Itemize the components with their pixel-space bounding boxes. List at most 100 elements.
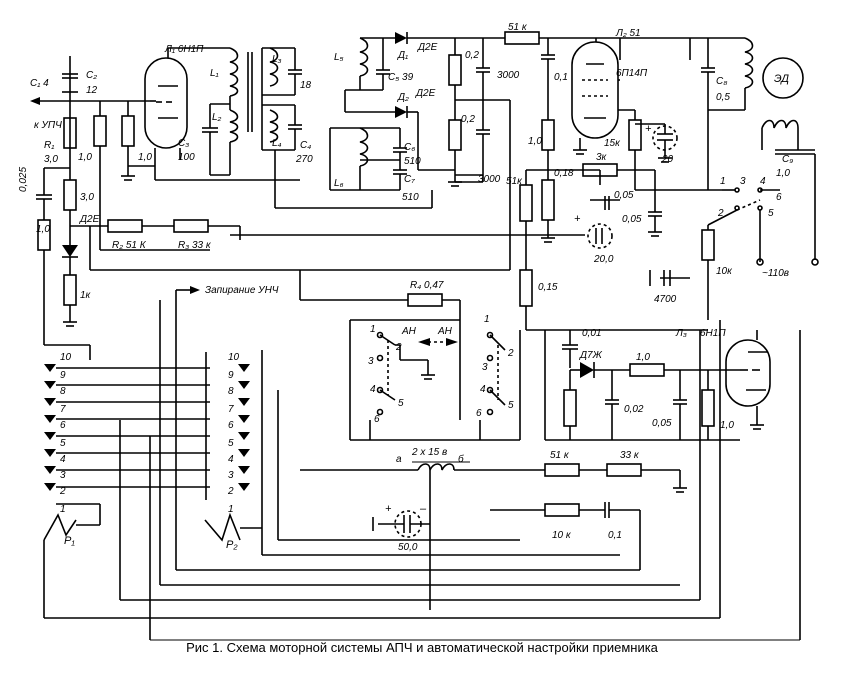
label-6p14p: 6П14П bbox=[616, 68, 648, 79]
label-d2e-a: Д2Е bbox=[79, 214, 100, 225]
label-pin-7: 7 bbox=[60, 404, 66, 415]
label-1-0-d: 1,0 bbox=[528, 136, 542, 147]
label-1-0-a: 1,0 bbox=[78, 152, 92, 163]
label-1-0-c: 1,0 bbox=[138, 152, 152, 163]
label-c2: C₂ bbox=[86, 70, 97, 81]
label-c7-value: 510 bbox=[402, 192, 419, 203]
input-section bbox=[30, 56, 300, 360]
label-d2: Д₂ bbox=[397, 92, 409, 103]
label-c4-value: 270 bbox=[295, 154, 313, 165]
label-rpin-1: 1 bbox=[228, 504, 234, 515]
connector-right bbox=[204, 352, 262, 542]
label-l1: L₁ bbox=[210, 68, 219, 79]
label-c8-value: 0,5 bbox=[716, 92, 730, 103]
label-pin-8: 8 bbox=[60, 386, 66, 397]
detector-load-section bbox=[230, 31, 690, 330]
label-swa-1: 1 bbox=[370, 324, 376, 335]
label-20-a: 20 bbox=[661, 154, 674, 165]
label-coil-a: а bbox=[396, 454, 402, 465]
label-an-1: АН bbox=[401, 326, 417, 337]
label-coil-b: б bbox=[458, 453, 464, 465]
component-labels: C₁ 4 C₂ 12 к УПЧ R₁ 3,0 0,025 1,0 3,0 1,… bbox=[18, 22, 793, 553]
label-0-2-b: 0,2 bbox=[461, 114, 475, 125]
label-rpin-8: 8 bbox=[228, 386, 234, 397]
label-swb-3: 3 bbox=[482, 362, 488, 373]
label-c9: C₉ bbox=[782, 154, 793, 165]
label-tube-l1: Л₁ 6Н1П bbox=[164, 44, 204, 55]
label-c3-value: 100 bbox=[178, 152, 195, 163]
label-0-15: 0,15 bbox=[538, 282, 558, 293]
bottom-wiring bbox=[43, 286, 801, 641]
label-c3: C₃ bbox=[178, 138, 189, 149]
label-c6: C₆ bbox=[404, 142, 415, 153]
label-0-05-a: 0,05 bbox=[614, 190, 634, 201]
label-tube-l3: Л₃ bbox=[675, 328, 687, 339]
figure-caption: Рис 1. Схема моторной системы АПЧ и авто… bbox=[186, 640, 658, 655]
label-l6: L₆ bbox=[334, 178, 344, 189]
label-0-05-c: 0,05 bbox=[652, 418, 672, 429]
label-sw-6: 6 bbox=[776, 192, 782, 203]
label-minus: – bbox=[419, 503, 427, 515]
switch-block-section bbox=[299, 270, 521, 441]
label-10k: 10к bbox=[716, 266, 733, 277]
label-swa-3: 3 bbox=[368, 356, 374, 367]
label-l5: L₅ bbox=[334, 52, 344, 63]
label-r1: R₁ bbox=[44, 140, 54, 151]
label-r1-value: 3,0 bbox=[44, 154, 58, 165]
label-swa-6: 6 bbox=[374, 414, 380, 425]
label-swb-1: 1 bbox=[484, 314, 490, 325]
label-pin-5: 5 bbox=[60, 438, 66, 449]
label-r2: R₂ 51 К bbox=[112, 240, 147, 251]
label-d2e-c: Д2Е bbox=[415, 88, 436, 99]
label-an-2: АН bbox=[437, 326, 453, 337]
label-51k-bot: 51 к bbox=[550, 450, 570, 461]
label-c8: C₈ bbox=[716, 76, 727, 87]
label-sw-4: 4 bbox=[760, 176, 766, 187]
discriminator-section bbox=[329, 32, 455, 208]
label-swb-6: 6 bbox=[476, 408, 482, 419]
label-swa-4: 4 bbox=[370, 384, 376, 395]
label-4700: 4700 bbox=[654, 294, 677, 305]
label-k-upch: к УПЧ bbox=[34, 120, 62, 131]
label-c6-value: 510 bbox=[404, 156, 421, 167]
label-0-18: 0,18 bbox=[554, 168, 574, 179]
label-51k-mid: 51к bbox=[506, 176, 523, 187]
label-1-0-f: 1,0 bbox=[720, 420, 734, 431]
label-d7zh: Д7Ж bbox=[579, 350, 603, 361]
label-plus-c: + bbox=[574, 213, 581, 225]
label-d1: Д₁ bbox=[397, 50, 408, 61]
label-c5: C₅ 39 bbox=[388, 72, 414, 83]
label-zapiranie-unch: Запирание УНЧ bbox=[205, 285, 279, 296]
label-d2e-b: Д2Е bbox=[417, 42, 438, 53]
label-sw-3: 3 bbox=[740, 176, 746, 187]
label-3k: 3к bbox=[596, 152, 608, 163]
label-rpin-5: 5 bbox=[228, 438, 234, 449]
label-rpin-6: 6 bbox=[228, 420, 234, 431]
label-sw-2: 2 bbox=[717, 208, 724, 219]
label-p1: P₁ bbox=[64, 535, 75, 547]
label-3-0-b: 3,0 bbox=[80, 192, 94, 203]
label-rpin-9: 9 bbox=[228, 370, 234, 381]
label-c4: C₄ bbox=[300, 140, 311, 151]
label-rpin-10: 10 bbox=[228, 352, 240, 363]
label-l3: L₃ bbox=[272, 54, 282, 65]
label-1-0-b: 1,0 bbox=[36, 224, 50, 235]
label-c-0025: 0,025 bbox=[18, 167, 29, 192]
label-r3: R₃ 33 к bbox=[178, 240, 212, 251]
label-sw-5: 5 bbox=[768, 208, 774, 219]
label-plus: + bbox=[385, 503, 392, 515]
label-coil: 2 х 15 в bbox=[411, 447, 447, 458]
label-1k: 1к bbox=[80, 290, 92, 301]
label-50-0: 50,0 bbox=[398, 542, 418, 553]
label-c7: C₇ bbox=[404, 174, 415, 185]
label-10k-bot: 10 к bbox=[552, 530, 572, 541]
connector-left bbox=[43, 364, 210, 541]
label-51k-top: 51 к bbox=[508, 22, 528, 33]
label-0-05-b: 0,05 bbox=[622, 214, 642, 225]
label-r4: R₄ 0,47 bbox=[410, 280, 444, 291]
label-pin-3: 3 bbox=[60, 470, 66, 481]
label-1-0-e: 1,0 bbox=[636, 352, 650, 363]
label-l4: L₄ bbox=[272, 138, 282, 149]
label-sw-1: 1 bbox=[720, 176, 726, 187]
